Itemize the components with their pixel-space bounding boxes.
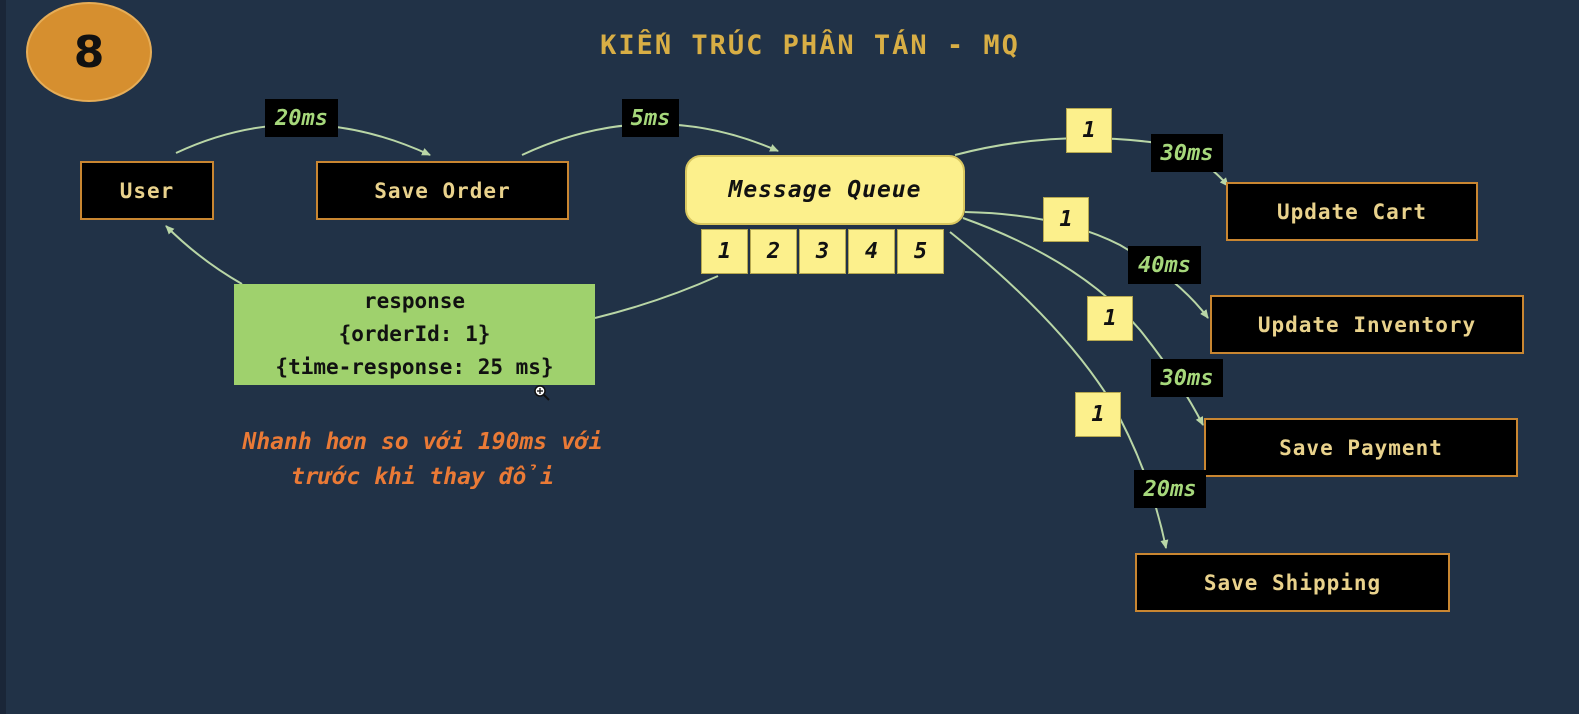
page-title: KIẾN TRÚC PHÂN TÁN - MQ [600,30,1020,61]
response-title: response [363,289,466,313]
queue-slot: 5 [897,229,944,274]
message-tag-inventory: 1 [1043,197,1089,242]
latency-label-payment: 30ms [1151,359,1223,397]
slide-number: 8 [73,26,105,78]
update-cart-node-label: Update Cart [1276,199,1428,224]
zoom-cursor-icon [534,385,550,401]
latency-label-cart: 30ms [1151,134,1223,172]
queue-slot: 3 [799,229,846,274]
queue-slot: 4 [848,229,895,274]
arrow-response-to-user [165,225,243,285]
save-payment-node-label: Save Payment [1279,435,1443,460]
latency-label-user-order: 20ms [265,99,338,137]
slide-number-badge: 8 [26,2,152,102]
save-payment-node: Save Payment [1204,418,1518,477]
left-edge-strip [0,0,6,714]
message-tag-cart: 1 [1066,108,1112,153]
latency-label-shipping: 20ms [1134,470,1206,508]
message-queue: Message Queue [685,155,965,225]
message-queue-label: Message Queue [728,177,922,203]
update-inventory-node: Update Inventory [1210,295,1524,354]
user-node: User [80,161,214,220]
response-box: response {orderId: 1} {time-response: 25… [234,284,595,385]
arrow-queue-to-inventory [964,211,1209,319]
queue-slots: 1 2 3 4 5 [701,229,946,274]
message-tag-shipping: 1 [1075,392,1121,437]
response-time: {time-response: 25 ms} [275,355,554,379]
queue-slot: 2 [750,229,797,274]
response-order-id: {orderId: 1} [338,322,491,346]
save-shipping-node-label: Save Shipping [1203,570,1382,595]
save-order-node-label: Save Order [374,178,511,203]
save-order-node: Save Order [316,161,569,220]
arrow-queue-to-response [594,275,719,319]
message-tag-payment: 1 [1087,296,1133,341]
comparison-note-line2: trước khi thay đổi [290,464,555,490]
latency-label-inventory: 40ms [1128,246,1201,284]
comparison-note: Nhanh hơn so với 190ms với trước khi tha… [185,425,660,495]
user-node-label: User [119,178,175,203]
update-inventory-node-label: Update Inventory [1257,312,1477,337]
latency-label-order-queue: 5ms [622,99,679,137]
queue-slot: 1 [701,229,748,274]
update-cart-node: Update Cart [1226,182,1478,241]
save-shipping-node: Save Shipping [1135,553,1450,612]
comparison-note-line1: Nhanh hơn so với 190ms với [242,429,603,455]
